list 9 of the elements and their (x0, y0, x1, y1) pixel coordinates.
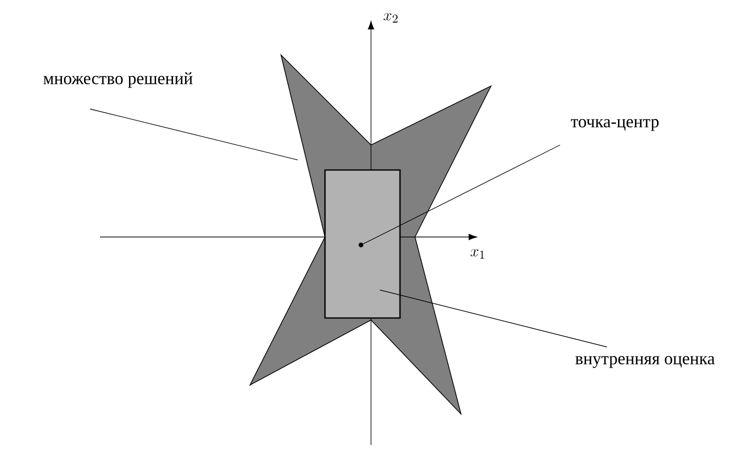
callout-text: множество решений (43, 72, 193, 88)
callout-text: внутренняя оценка (575, 356, 715, 368)
axis-label: $x_2$ (384, 13, 398, 23)
leader-line (363, 144, 560, 244)
axis-label: $x_1$ (470, 249, 484, 259)
leader-line (380, 290, 608, 348)
callout-text: точка-центр (570, 119, 659, 131)
inner-estimate-rectangle (324, 169, 401, 319)
leader-line (90, 108, 298, 160)
